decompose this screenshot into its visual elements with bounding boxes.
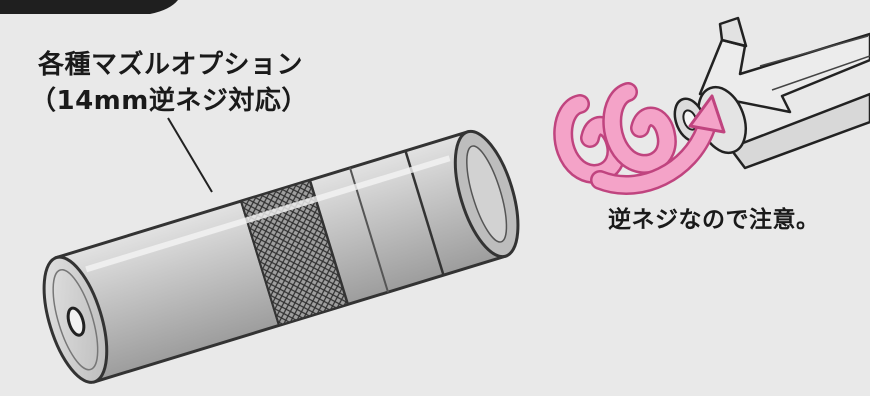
reverse-thread-warning-label: 逆ネジなので注意。	[608, 207, 820, 233]
rotation-arrow-icon	[553, 82, 726, 195]
reverse-thread-compat-label: （14mm逆ネジ対応）	[30, 86, 308, 116]
callout-leader-line	[167, 117, 213, 193]
muzzle-device-illustration	[42, 129, 520, 384]
muzzle-options-label: 各種マズルオプション	[38, 50, 304, 80]
header-tab-shape	[0, 0, 178, 14]
